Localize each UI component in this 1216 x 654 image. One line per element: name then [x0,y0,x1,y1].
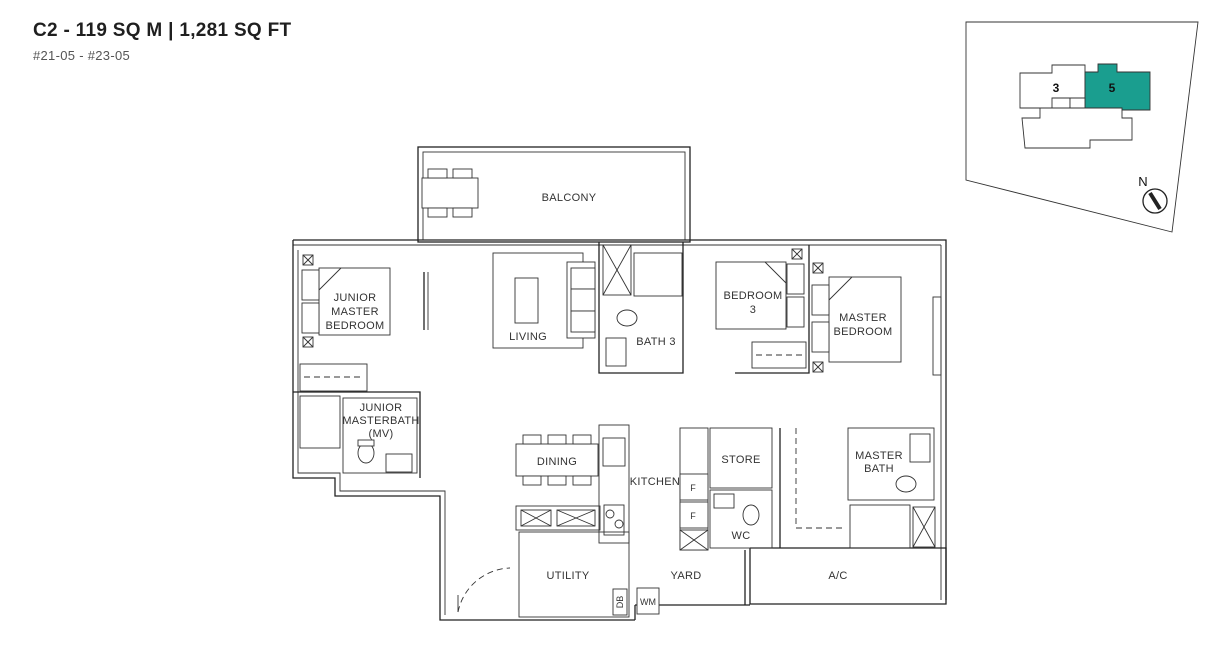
plan-title: C2 - 119 SQ M | 1,281 SQ FT [33,20,292,41]
db-label: DB [615,596,625,609]
jmb-wardrobe [299,363,368,392]
bath3-toilet-icon [616,309,638,327]
mbath-label-2: BATH [864,463,894,475]
north-arrow-icon [1142,188,1168,214]
ac-label: A/C [828,570,847,582]
wc-toilet-icon [742,504,760,526]
utility-yard-ac: DB WM UTILITY YARD A/C [457,505,847,618]
wc-label: WC [732,530,751,542]
br3-bed [715,261,787,330]
dining-area: DINING [515,434,599,486]
mbath-shower [912,506,936,548]
living-label: LIVING [509,331,547,343]
entry-door-swing [457,567,511,613]
balcony-area [417,146,691,243]
mbath-basin-icon [909,433,931,463]
master-bath: MASTER BATH [779,427,936,549]
jmbath-label-2: MASTERBATH [342,415,419,427]
hob-icon [603,504,625,536]
bath3-basin-icon [605,337,627,367]
db-box [612,588,628,616]
wc-room [709,489,773,549]
jmb-bed [318,267,391,336]
wc-basin-icon [713,493,735,509]
mbath-label-1: MASTER [855,450,903,462]
br3-label-2: 3 [750,304,756,316]
site-boundary [965,21,1199,233]
balcony-label: BALCONY [542,192,597,204]
living-area: LIVING [492,252,596,349]
key-unit-3-label: 3 [1053,81,1060,95]
br3-label-1: BEDROOM [724,290,783,302]
yard-label: YARD [671,570,702,582]
block-unit-5 [1084,63,1151,111]
block-lower [1021,107,1133,149]
wm-label: WM [640,597,656,607]
jmb-label-3: BEDROOM [326,320,385,332]
fridge-label-1: F [690,483,696,493]
master-bedroom: MASTER BEDROOM [811,262,942,376]
junior-master-bedroom: JUNIOR MASTER BEDROOM [299,254,429,392]
store-label: STORE [721,454,760,466]
mb-label-1: MASTER [839,312,887,324]
north-label: N [1138,174,1147,189]
jmb-basin-icon [385,453,413,473]
utility-label: UTILITY [546,570,589,582]
junior-masterbath: JUNIOR MASTERBATH (MV) [293,391,421,478]
mb-label-2: BEDROOM [834,326,893,338]
utility-room [518,531,630,618]
coffee-table [514,277,539,324]
jmb-label-2: MASTER [331,306,379,318]
store-room [709,427,773,489]
kitchen-sink-icon [602,437,626,467]
balcony-table [421,177,479,209]
kitchen-area: F F KITCHEN [598,424,709,551]
mbath-toilet-icon [895,475,917,493]
shower [602,244,632,296]
bath-3: BATH 3 [598,242,684,374]
key-plan: 3 5 N [965,21,1199,233]
jmbath-label-1: JUNIOR [360,402,403,414]
bedroom-3: BEDROOM 3 [715,245,810,374]
jmbath-label-3: (MV) [368,428,393,440]
key-unit-5-label: 5 [1109,81,1116,95]
jmb-label-1: JUNIOR [334,292,377,304]
unit-numbers: #21-05 - #23-05 [33,48,131,63]
dining-label: DINING [537,456,577,468]
washing-machine-icon [636,587,660,615]
mb-bed [828,276,902,363]
kitchen-label: KITCHEN [630,476,680,488]
store-wc: STORE WC [709,427,773,549]
fridge-label-2: F [690,511,696,521]
bath3-label: BATH 3 [636,336,676,348]
